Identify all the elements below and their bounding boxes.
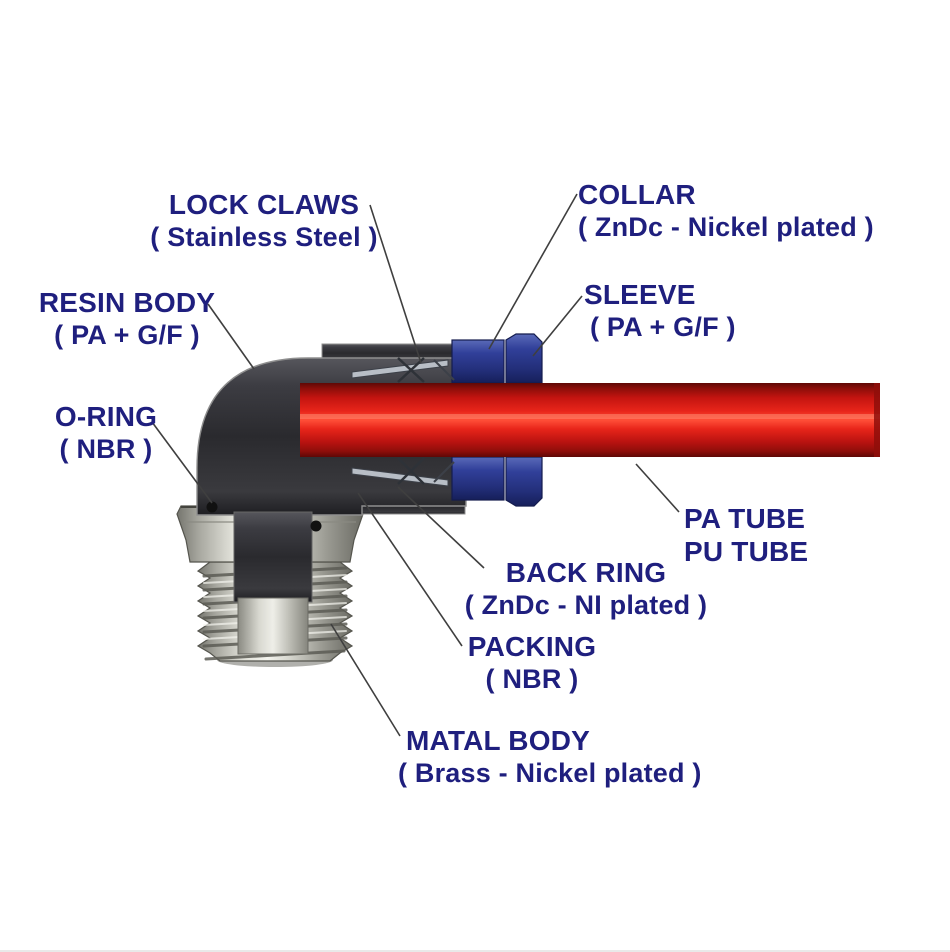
claw-lower-x2 [397,457,425,485]
label-o-ring: O-RING ( NBR ) [36,400,176,466]
metal-body-bore [237,597,309,655]
metal-body-name: MATAL BODY [406,725,590,756]
label-metal-body: MATAL BODY ( Brass - Nickel plated ) [398,724,702,790]
label-resin-body: RESIN BODY ( PA + G/F ) [22,286,232,352]
back-ring-material: ( ZnDc - NI plated ) [464,590,708,620]
tube-line2: PU TUBE [684,536,809,567]
leader-collar [488,193,578,350]
claw-lower-tip [433,461,455,483]
label-collar: COLLAR ( ZnDc - Nickel plated ) [578,178,874,244]
o-ring-left [206,501,218,513]
leader-metal-body [330,623,401,737]
lock-claws-name: LOCK CLAWS [168,189,360,220]
leader-lines [151,193,680,737]
label-pa-pu-tube: PA TUBE PU TUBE [684,502,808,568]
collar-material: ( ZnDc - Nickel plated ) [578,212,874,242]
leader-packing [357,492,463,647]
label-lock-claws: LOCK CLAWS ( Stainless Steel ) [148,188,380,254]
o-ring-material: ( NBR ) [59,434,153,464]
claw-upper-tip [433,359,455,381]
label-packing: PACKING ( NBR ) [452,630,612,696]
o-ring-name: O-RING [54,401,158,432]
collar-lower [451,456,505,501]
leader-pa-tube [635,463,680,513]
packing-name: PACKING [467,631,597,662]
tube-line1: PA TUBE [684,503,806,534]
resin-body-name: RESIN BODY [38,287,216,318]
packing-material: ( NBR ) [485,664,579,694]
claw-upper-x2 [397,357,425,383]
sleeve-material: ( PA + G/F ) [590,312,736,342]
tube-highlight [300,414,880,419]
sleeve-lower [505,456,543,507]
label-sleeve: SLEEVE ( PA + G/F ) [584,278,736,344]
leader-sleeve [532,295,583,357]
collar-upper [451,339,505,384]
lock-claws-material: ( Stainless Steel ) [150,222,378,252]
resin-body-stem [233,511,313,603]
tube-end-edge [874,383,880,457]
collar-name: COLLAR [578,179,696,210]
leader-o-ring [151,421,213,504]
leader-resin-body [207,303,255,370]
pa-pu-tube [300,383,880,457]
sleeve-name: SLEEVE [584,279,696,310]
leader-back-ring [397,486,485,569]
resin-body-material: ( PA + G/F ) [54,320,200,350]
sleeve-upper [505,333,543,384]
o-ring-right [310,520,322,532]
back-ring-name: BACK RING [505,557,667,588]
label-back-ring: BACK RING ( ZnDc - NI plated ) [458,556,714,622]
metal-body-material: ( Brass - Nickel plated ) [398,758,702,788]
leader-lock-claws [369,204,422,364]
